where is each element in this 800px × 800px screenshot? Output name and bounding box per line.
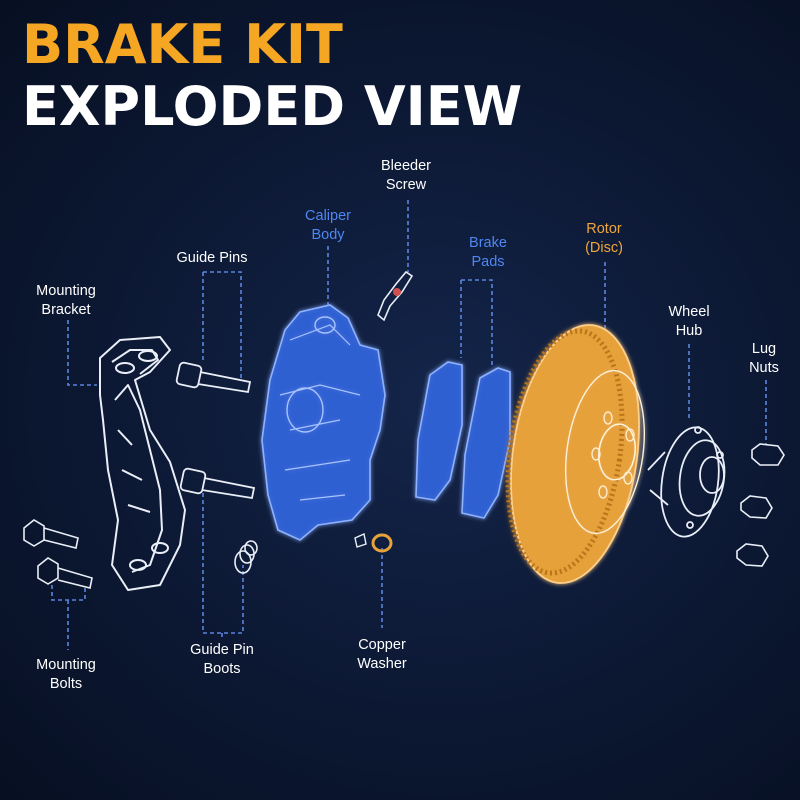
label-caliper-body-line1: Caliper <box>305 208 351 224</box>
label-brake-pads-line1: Brake <box>469 235 507 251</box>
rotor-disc <box>505 324 646 584</box>
label-copper-washer-line2: Washer <box>357 656 407 672</box>
bleeder-screw <box>377 270 414 322</box>
label-rotor: Rotor (Disc) <box>585 220 623 258</box>
wheel-hub <box>647 426 726 538</box>
copper-washer <box>354 533 393 553</box>
title-line-2: EXPLODED VIEW <box>22 75 523 138</box>
mounting-bracket <box>99 336 186 591</box>
label-guide-pin-boots-line1: Guide Pin <box>190 642 254 658</box>
label-mounting-bracket: Mounting Bracket <box>36 282 96 320</box>
leader-lines <box>51 200 767 650</box>
brake-pads <box>415 361 511 519</box>
title-line-1: BRAKE KIT <box>22 13 343 76</box>
label-wheel-hub: Wheel Hub <box>668 303 709 341</box>
lug-nuts <box>736 443 785 567</box>
guide-pin-boots <box>234 540 258 574</box>
label-caliper-body-line2: Body <box>311 227 345 243</box>
label-caliper-body: Caliper Body <box>305 207 351 245</box>
label-mounting-bolts-line2: Bolts <box>49 676 83 692</box>
label-brake-pads-line2: Pads <box>471 254 505 270</box>
mounting-bolts <box>23 519 93 589</box>
label-copper-washer-line1: Copper <box>358 637 406 653</box>
label-guide-pins-line1: Guide Pins <box>176 250 248 266</box>
label-guide-pin-boots: Guide Pin Boots <box>190 641 254 679</box>
leader-brake-pads <box>460 279 493 368</box>
leader-guide-pins <box>202 271 242 380</box>
label-lug-nuts: Lug Nuts <box>749 340 779 378</box>
caliper-body <box>261 304 386 541</box>
leader-mounting-bracket <box>67 320 97 386</box>
label-lug-nuts-line2: Nuts <box>749 360 779 376</box>
label-lug-nuts-line1: Lug <box>751 341 777 357</box>
leader-guide-pin-boots <box>202 493 244 640</box>
label-mounting-bolts: Mounting Bolts <box>36 656 96 694</box>
leader-mounting-bolts <box>51 585 86 650</box>
label-brake-pads: Brake Pads <box>469 234 507 272</box>
label-wheel-hub-line2: Hub <box>675 323 703 339</box>
guide-pins <box>175 361 256 500</box>
label-bleeder-screw-line2: Screw <box>385 177 427 193</box>
label-guide-pin-boots-line2: Boots <box>203 661 241 677</box>
label-bleeder-screw-line1: Bleeder <box>381 158 431 174</box>
label-wheel-hub-line1: Wheel <box>668 304 710 320</box>
label-guide-pins: Guide Pins <box>177 249 248 268</box>
label-mounting-bracket-line2: Bracket <box>41 302 91 318</box>
label-copper-washer: Copper Washer <box>357 636 406 674</box>
label-mounting-bolts-line1: Mounting <box>36 657 96 673</box>
label-rotor-line1: Rotor <box>586 221 622 237</box>
label-rotor-line2: (Disc) <box>585 240 623 256</box>
label-mounting-bracket-line1: Mounting <box>36 283 96 299</box>
label-bleeder-screw: Bleeder Screw <box>381 157 431 195</box>
